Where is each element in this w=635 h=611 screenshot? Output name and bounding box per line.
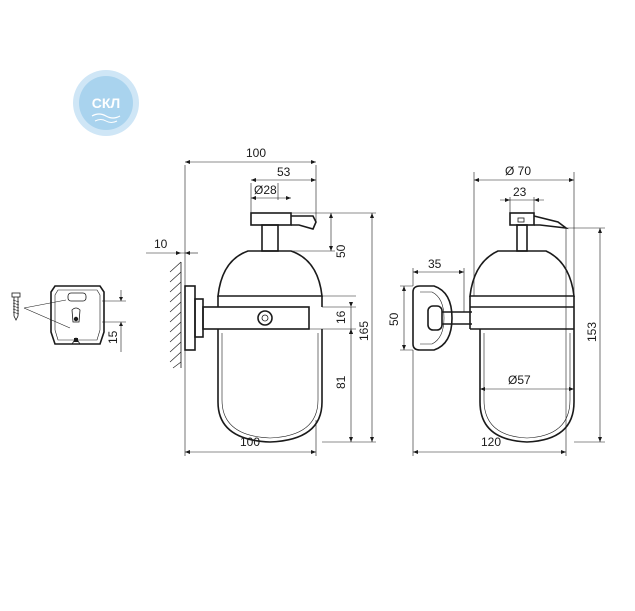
dim-top-offset-width: 53 [277, 165, 291, 179]
dim-wall-offset: 10 [154, 237, 168, 251]
mounting-plate [50, 285, 105, 345]
dim-screw-spacing: 15 [106, 330, 120, 344]
dim-bracket-height: 16 [334, 310, 348, 324]
dim-flange-width: 35 [428, 257, 442, 271]
side-view: 100 53 Ø28 10 50 16 81 165 100 [146, 146, 376, 456]
front-view: Ø57 Ø 70 23 35 50 153 120 [387, 164, 605, 456]
dim-top-diameter: Ø 70 [505, 164, 531, 178]
screw-icon [11, 292, 21, 321]
dim-pump-width: 23 [513, 185, 527, 199]
dim-total-height: 165 [357, 321, 371, 341]
dim-total-width: 120 [481, 435, 501, 449]
dim-bottle-lower-height: 81 [334, 375, 348, 389]
brand-logo-text: СКЛ [92, 95, 120, 111]
dim-flange-height: 50 [387, 312, 401, 326]
wall-hatch [169, 261, 182, 369]
dim-bottle-diameter: Ø57 [508, 373, 531, 387]
brand-logo: СКЛ [73, 70, 139, 136]
dim-total-height-front: 153 [585, 322, 599, 342]
dim-pump-height: 50 [334, 244, 348, 258]
dim-bottom-width: 100 [240, 435, 260, 449]
dim-top-total-width: 100 [246, 146, 266, 160]
dim-pump-diameter: Ø28 [254, 183, 277, 197]
mount-detail: 15 [11, 285, 126, 352]
